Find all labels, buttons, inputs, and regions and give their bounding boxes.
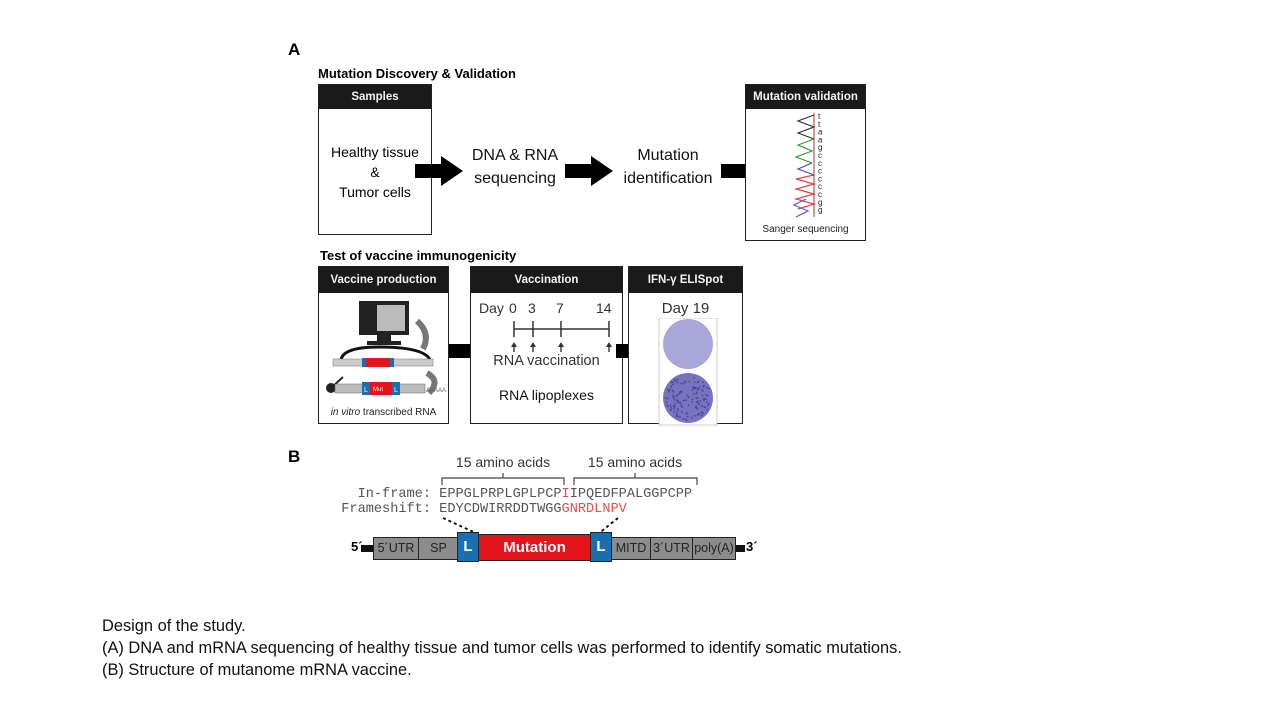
inframe-label: In-frame:	[336, 487, 431, 502]
panel-letter-a: A	[288, 40, 300, 60]
step-identification: Mutation identification	[608, 144, 728, 190]
panel-letter-b: B	[288, 447, 300, 467]
polya-label: AAAAA	[426, 388, 446, 394]
day-label: Day	[479, 300, 504, 316]
segment-5utr: 5´UTR	[373, 537, 419, 560]
vaccine-production-illustration: L L Mut AAAAA	[319, 293, 447, 403]
step-sequencing: DNA & RNA sequencing	[455, 144, 575, 190]
frameshift-label: Frameshift:	[336, 502, 431, 517]
mut-label: Mut	[373, 387, 383, 393]
vaccine-production-header: Vaccine production	[319, 267, 448, 293]
segment-sp: SP	[418, 537, 459, 560]
inframe-seq-right: IPQEDFPALGGPCPP	[570, 487, 692, 502]
vaccination-day: 3	[528, 300, 536, 316]
inframe-sequence: In-frame: EPPGLPRPLGPLPCPIIPQEDFPALGGPCP…	[336, 487, 692, 502]
rna-vaccination-label: RNA vaccination	[471, 353, 622, 369]
well-vaccinated	[663, 373, 713, 423]
well-control	[663, 319, 713, 369]
curved-arrow-icon	[417, 321, 426, 349]
discovery-section-title: Mutation Discovery & Validation	[318, 66, 516, 81]
segment-mitd: MITD	[611, 537, 651, 560]
ivt-rest: transcribed RNA	[360, 407, 436, 418]
arrow-up-icon	[511, 342, 612, 352]
vaccination-day: 14	[596, 300, 612, 316]
braces	[430, 470, 710, 488]
ivt-italic: in vitro	[331, 407, 360, 418]
elispot-header: IFN-γ ELISpot	[629, 267, 742, 293]
inframe-mutated-aa: I	[562, 487, 570, 502]
elispot-box: IFN-γ ELISpot Day 19	[628, 266, 743, 424]
immunogenicity-section-title: Test of vaccine immunogenicity	[320, 248, 516, 263]
vaccination-box: Vaccination Day 03 7 14 RNA vaccination RN…	[470, 266, 623, 424]
mutation-validation-box: Mutation validation ttaagccccccgg Sanger…	[745, 84, 866, 241]
linker-label: L	[364, 387, 368, 394]
frameshift-mutated-aa: GNRDLNPV	[562, 502, 627, 517]
frameshift-seq-left: EDYCDWIRRDDTWGG	[439, 502, 561, 517]
sanger-caption: Sanger sequencing	[746, 224, 865, 235]
step-identification-line1: Mutation	[608, 144, 728, 167]
segment-polya: poly(A)	[692, 537, 736, 560]
validation-header: Mutation validation	[746, 85, 865, 109]
linker-label: L	[394, 387, 398, 394]
arrow-right-icon	[565, 156, 613, 186]
sanger-chromatogram: ttaagccccccgg	[746, 109, 864, 219]
caption-title: Design of the study.	[102, 617, 246, 636]
brace-label-left: 15 amino acids	[443, 454, 563, 470]
vaccine-production-box: Vaccine production L L Mut AAAAA in vitr…	[318, 266, 449, 424]
vaccination-header: Vaccination	[471, 267, 622, 293]
frameshift-sequence: Frameshift: EDYCDWIRRDDTWGGGNRDLNPV	[336, 502, 627, 517]
step-sequencing-line1: DNA & RNA	[455, 144, 575, 167]
segment-linker: L	[590, 532, 612, 562]
ivt-rna-caption: in vitro transcribed RNA	[319, 407, 448, 418]
caption-line-a: (A) DNA and mRNA sequencing of healthy t…	[102, 639, 902, 658]
vaccination-day: 7	[556, 300, 564, 316]
step-sequencing-line2: sequencing	[455, 167, 575, 190]
elispot-wells	[658, 318, 718, 426]
vaccination-timeline	[471, 315, 621, 355]
rna-lipoplexes-label: RNA lipoplexes	[471, 387, 622, 403]
samples-header: Samples	[319, 85, 431, 109]
inframe-seq-left: EPPGLPRPLGPLPCP	[439, 487, 561, 502]
segment-mutation: Mutation	[478, 534, 591, 561]
sanger-base: g	[818, 206, 822, 215]
segment-linker: L	[457, 532, 479, 562]
elispot-day: Day 19	[629, 300, 742, 317]
three-prime-label: 3´	[746, 539, 758, 554]
brace-label-right: 15 amino acids	[573, 454, 697, 470]
caption-line-b: (B) Structure of mutanome mRNA vaccine.	[102, 661, 412, 680]
vaccination-day: 0	[509, 300, 517, 316]
step-identification-line2: identification	[608, 167, 728, 190]
segment-3utr: 3´UTR	[650, 537, 693, 560]
